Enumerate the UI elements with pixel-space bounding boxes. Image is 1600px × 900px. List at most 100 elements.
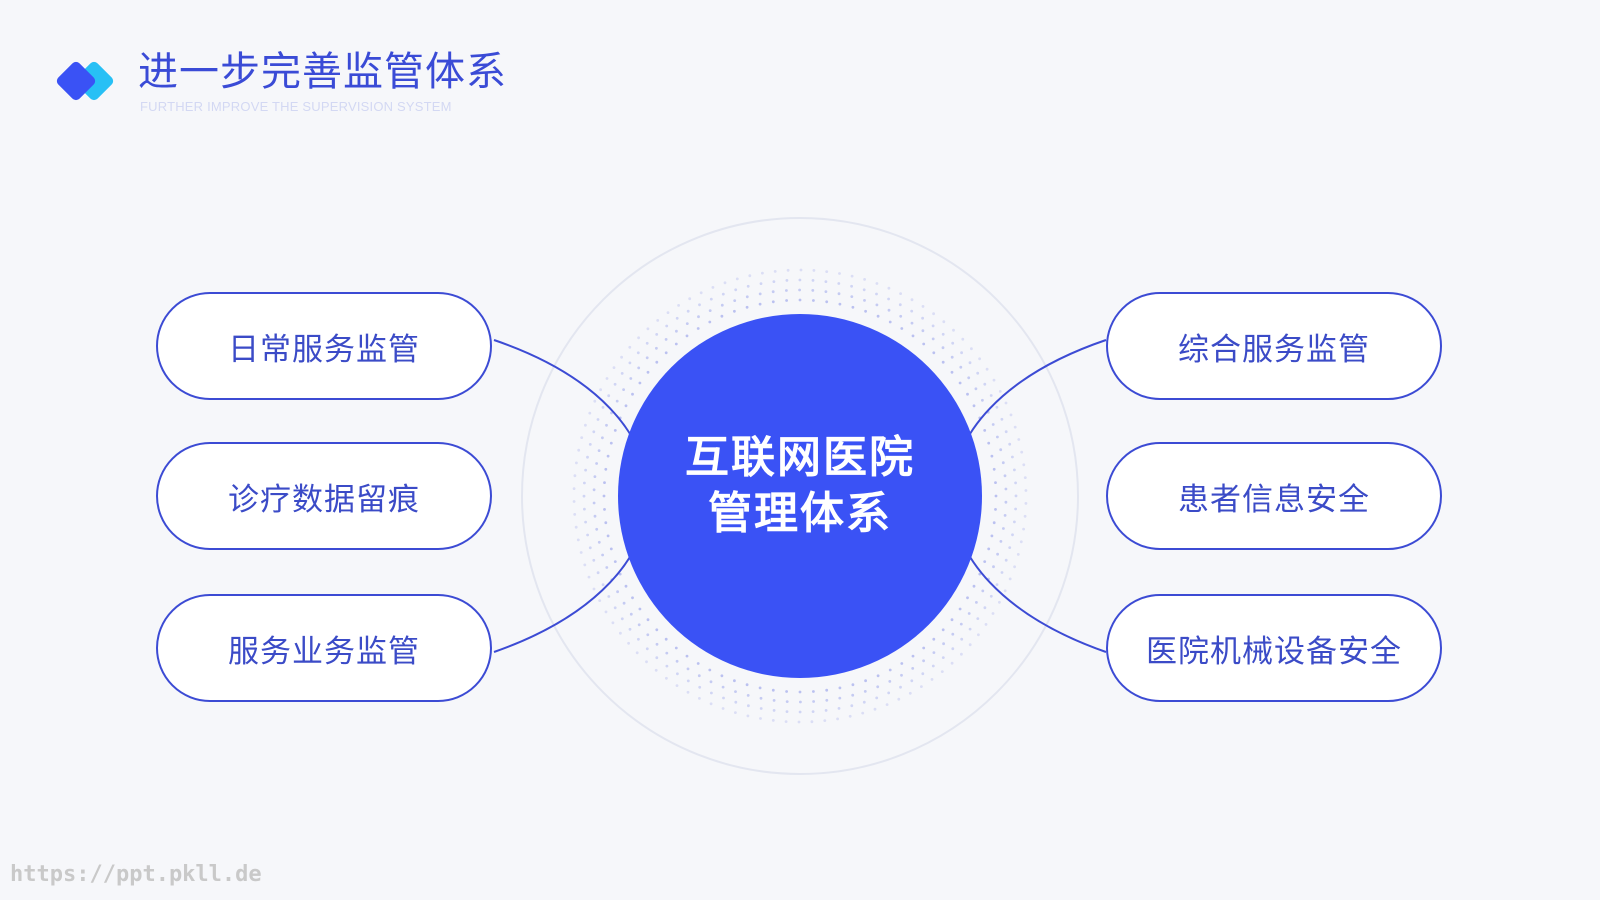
halo-dot [631, 392, 634, 396]
halo-dot [1004, 500, 1008, 504]
halo-dot [638, 381, 642, 385]
halo-dot [746, 714, 750, 718]
halo-dot [734, 690, 737, 693]
halo-dot [784, 720, 788, 723]
center-title-line-2: 管理体系 [708, 488, 892, 539]
halo-dot [931, 337, 935, 341]
halo-dot [711, 286, 715, 289]
halo-dot [838, 696, 842, 700]
halo-dot [1000, 417, 1004, 421]
halo-dot [1011, 533, 1014, 537]
halo-dot [983, 429, 987, 432]
halo-dot [992, 521, 996, 525]
halo-dot [655, 642, 659, 646]
halo-dot [900, 327, 904, 330]
halo-dot [811, 279, 815, 282]
halo-dot [910, 679, 914, 683]
halo-dot [922, 646, 926, 650]
halo-dot [970, 347, 973, 351]
halo-dot [899, 292, 902, 295]
halo-dot [1016, 553, 1020, 556]
halo-dot [734, 711, 737, 714]
halo-dot [824, 709, 828, 712]
halo-dot [922, 659, 925, 663]
halo-dot [974, 387, 978, 391]
halo-dot [1000, 571, 1004, 574]
halo-dot [972, 404, 976, 408]
halo-dot [950, 370, 954, 374]
halo-dot [995, 405, 999, 409]
halo-dot [597, 540, 601, 544]
halo-dot [887, 297, 890, 301]
halo-dot [941, 656, 945, 659]
halo-dot [613, 382, 617, 386]
halo-dot [911, 667, 915, 670]
halo-dot [622, 601, 626, 605]
halo-dot [837, 292, 841, 296]
halo-dot [582, 494, 586, 498]
halo-dot [605, 566, 609, 569]
halo-dot [593, 475, 597, 478]
halo-dot [960, 652, 963, 656]
halo-dot [572, 487, 576, 490]
halo-dot [825, 698, 829, 702]
halo-dot [1009, 413, 1013, 417]
halo-dot [588, 443, 592, 446]
halo-dot [604, 610, 608, 614]
halo-dot [942, 320, 946, 324]
halo-dot [745, 305, 749, 309]
halo-dot [574, 525, 578, 529]
halo-dot [992, 565, 995, 569]
halo-dot [675, 316, 679, 320]
halo-dot [637, 637, 640, 641]
halo-dot [628, 345, 632, 349]
halo-dot [888, 680, 892, 683]
halo-dot [605, 377, 609, 380]
halo-dot [758, 292, 762, 296]
halo-dot [959, 365, 963, 369]
halo-dot [960, 637, 964, 641]
halo-dot [722, 696, 725, 700]
halo-dot [734, 288, 738, 292]
halo-dot [910, 309, 914, 313]
halo-dot [586, 533, 589, 537]
halo-dot [645, 356, 649, 360]
halo-dot [733, 679, 736, 683]
halo-dot [978, 572, 982, 576]
halo-dot [851, 683, 855, 687]
halo-dot [976, 617, 980, 620]
halo-dot [710, 691, 713, 695]
halo-dot [888, 320, 892, 324]
halo-dot [674, 646, 678, 650]
halo-dot [758, 302, 762, 306]
halo-dot [887, 308, 891, 312]
halo-dot [620, 372, 624, 375]
halo-dot [603, 508, 606, 511]
halo-dot [785, 710, 789, 713]
halo-dot [645, 647, 649, 651]
halo-dot [911, 334, 915, 338]
halo-dot [978, 357, 981, 361]
halo-dot [996, 435, 999, 439]
halo-dot [597, 449, 601, 452]
halo-dot [746, 284, 750, 288]
halo-dot [596, 418, 600, 421]
halo-dot [981, 398, 984, 402]
halo-dot [966, 392, 969, 396]
halo-dot [932, 637, 936, 641]
halo-dot [838, 272, 841, 275]
halo-dot [864, 679, 867, 683]
halo-dot [575, 461, 578, 465]
halo-dot [1024, 489, 1028, 492]
halo-dot [1019, 540, 1023, 544]
halo-dot [665, 664, 669, 668]
halo-dot [601, 553, 604, 557]
halo-dot [708, 668, 712, 672]
halo-dot [931, 324, 935, 328]
halo-dot [888, 668, 892, 672]
halo-dot [609, 441, 613, 445]
halo-dot [967, 376, 971, 380]
halo-dot [1004, 487, 1008, 491]
halo-dot [1002, 527, 1005, 530]
halo-dot [999, 448, 1003, 452]
